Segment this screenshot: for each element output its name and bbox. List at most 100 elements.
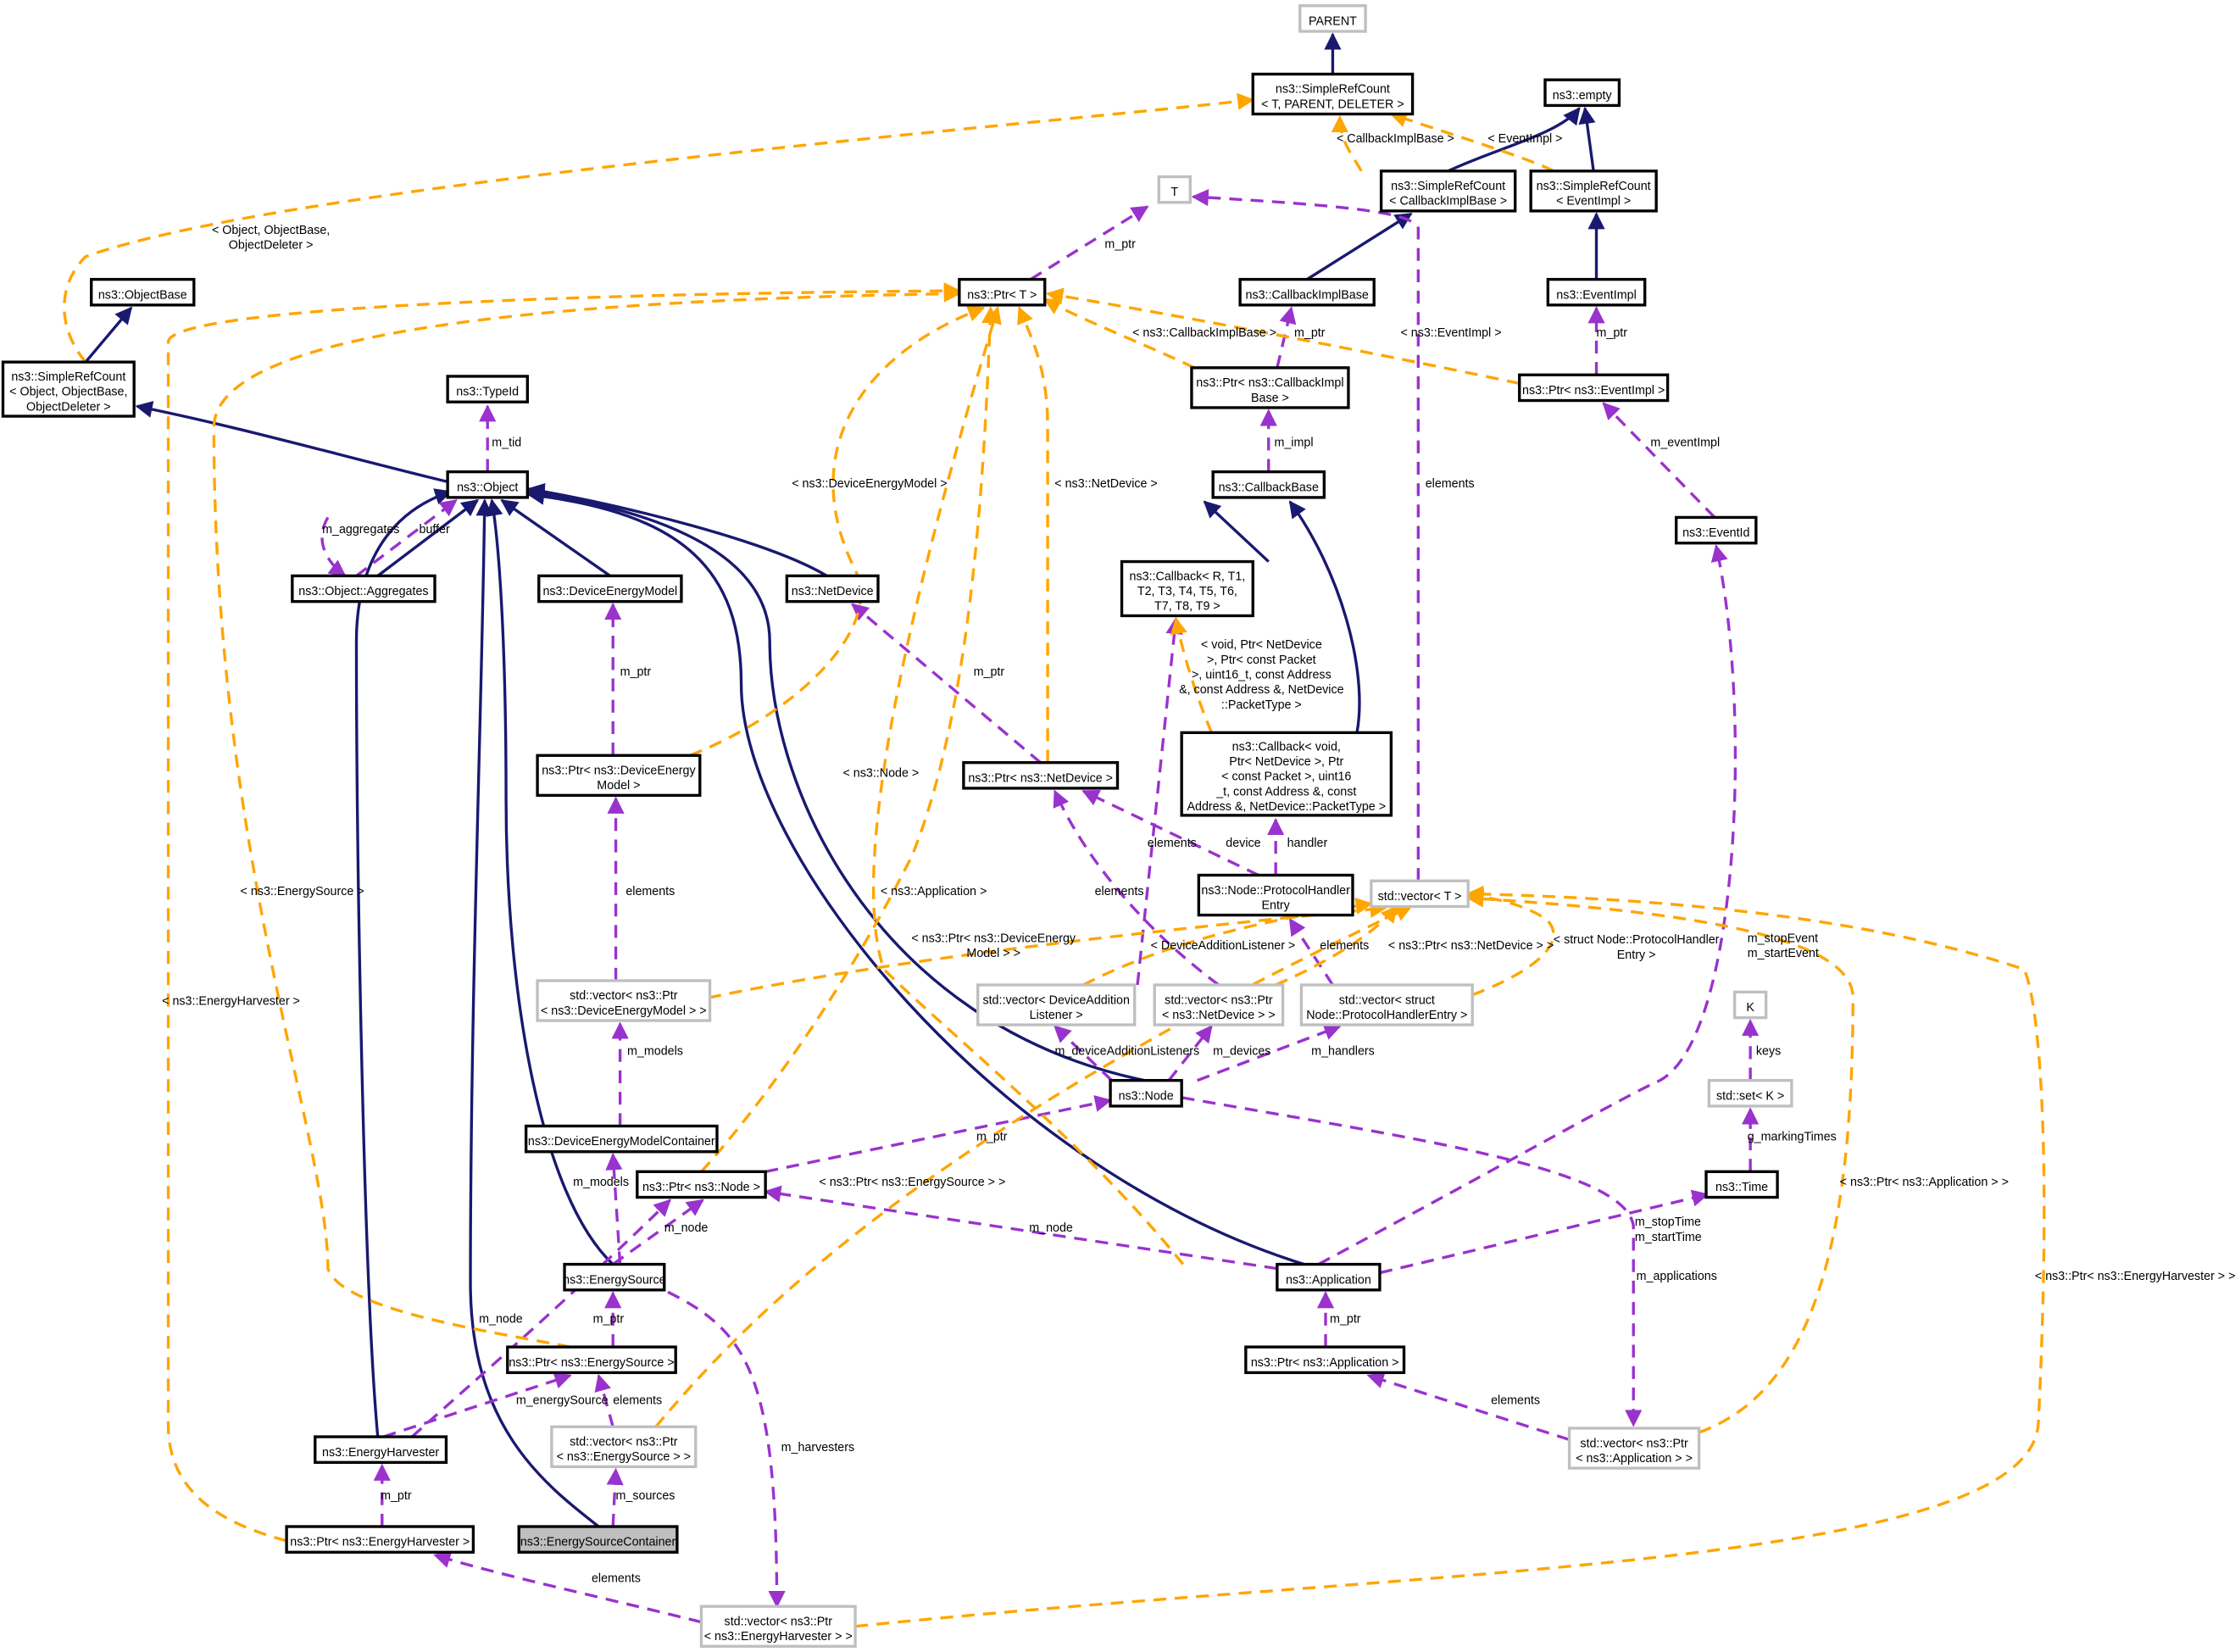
node-energysource[interactable]: ns3::EnergySource	[563, 1262, 666, 1292]
node-ptr-application[interactable]: ns3::Ptr< ns3::Application >	[1244, 1345, 1406, 1375]
node-label-line: Ptr< NetDevice >, Ptr	[1229, 755, 1343, 769]
diagram-edge-labels: < CallbackImplBase >< EventImpl >< Objec…	[162, 132, 2235, 1585]
node-std-vector-t[interactable]: std::vector< T >	[1370, 879, 1470, 909]
node-protocolhandlerentry[interactable]: ns3::Node::ProtocolHandlerEntry	[1197, 873, 1354, 917]
node-eventimpl[interactable]: ns3::EventImpl	[1546, 277, 1647, 307]
node-box	[524, 1124, 719, 1154]
node-box	[1157, 175, 1192, 204]
node-box	[1120, 559, 1254, 618]
edge-label: Entry >	[1617, 948, 1656, 962]
node-src-callbackimplbase[interactable]: ns3::SimpleRefCount< CallbackImplBase >	[1379, 170, 1517, 213]
edge-label: device	[1226, 837, 1260, 850]
node-vec-phe[interactable]: std::vector< structNode::ProtocolHandler…	[1299, 983, 1474, 1026]
node-eventid[interactable]: ns3::EventId	[1675, 515, 1758, 545]
edge-label: m_ptr	[620, 665, 652, 679]
inheritance-edge-16	[469, 498, 600, 1528]
usage-edge-33	[1288, 917, 1334, 986]
node-label-line: ns3::EnergySourceContainer	[520, 1536, 676, 1549]
node-label-line: ns3::CallbackBase	[1219, 481, 1319, 494]
node-objectbase[interactable]: ns3::ObjectBase	[90, 277, 196, 307]
node-netdevice[interactable]: ns3::NetDevice	[785, 574, 880, 604]
node-typeid[interactable]: ns3::TypeId	[446, 375, 529, 403]
node-label-line: ns3::DeviceEnergyModelContainer	[528, 1135, 715, 1149]
node-box	[1109, 1078, 1183, 1108]
node-vec-ptr-app[interactable]: std::vector< ns3::Ptr< ns3::Application …	[1567, 1427, 1701, 1470]
node-vec-ptr-dem[interactable]: std::vector< ns3::Ptr< ns3::DeviceEnergy…	[536, 979, 712, 1022]
node-label-line: ns3::Ptr< ns3::NetDevice >	[968, 771, 1113, 785]
node-callback-void[interactable]: ns3::Callback< void,Ptr< NetDevice >, Pt…	[1180, 731, 1393, 817]
node-ptr-energysource[interactable]: ns3::Ptr< ns3::EnergySource >	[506, 1345, 677, 1375]
node-ptr-t[interactable]: ns3::Ptr< T >	[958, 277, 1047, 307]
node-box	[536, 979, 712, 1022]
node-application[interactable]: ns3::Application	[1276, 1262, 1382, 1292]
edge-label: m_node	[664, 1221, 709, 1235]
node-energysourcecontainer[interactable]: ns3::EnergySourceContainer	[517, 1525, 679, 1554]
node-vec-ptr-netdevice[interactable]: std::vector< ns3::Ptr< ns3::NetDevice > …	[1153, 983, 1285, 1026]
node-src-object[interactable]: ns3::SimpleRefCount< Object, ObjectBase,…	[1, 360, 136, 418]
node-box	[291, 574, 436, 604]
node-time[interactable]: ns3::Time	[1704, 1170, 1779, 1199]
node-label-line: std::vector< T >	[1378, 890, 1462, 904]
node-node[interactable]: ns3::Node	[1109, 1078, 1183, 1108]
edge-label: elements	[1148, 837, 1197, 850]
node-object[interactable]: ns3::Object	[446, 470, 529, 499]
node-vec-ptr-eh[interactable]: std::vector< ns3::Ptr< ns3::EnergyHarves…	[699, 1605, 857, 1648]
edge-label: < ns3::EnergyHarvester >	[162, 995, 300, 1009]
node-demcontainer[interactable]: ns3::DeviceEnergyModelContainer	[524, 1124, 719, 1154]
node-simplerefcount-tpd[interactable]: ns3::SimpleRefCount< T, PARENT, DELETER …	[1251, 72, 1415, 116]
node-k[interactable]: K	[1732, 990, 1768, 1020]
edge-label: m_stopTime	[1635, 1215, 1701, 1229]
node-ptr-energyharvester[interactable]: ns3::Ptr< ns3::EnergyHarvester >	[285, 1525, 475, 1554]
edge-label: m_devices	[1213, 1044, 1270, 1058]
node-label-line: ns3::Ptr< ns3::Application >	[1251, 1356, 1399, 1370]
node-label-line: ns3::empty	[1553, 89, 1613, 103]
node-box	[1197, 873, 1354, 917]
node-label-line: < ns3::NetDevice > >	[1162, 1009, 1276, 1022]
node-label-line: ns3::Ptr< ns3::EnergyHarvester >	[290, 1536, 470, 1549]
node-callback-generic[interactable]: ns3::Callback< R, T1,T2, T3, T4, T5, T6,…	[1120, 559, 1254, 618]
node-src-eventimpl[interactable]: ns3::SimpleRefCount< EventImpl >	[1529, 170, 1658, 213]
node-label-line: ns3::TypeId	[456, 386, 519, 399]
node-box	[446, 470, 529, 499]
node-label-line: Node::ProtocolHandlerEntry >	[1306, 1009, 1467, 1022]
diagram-edges	[63, 32, 2046, 1628]
node-t[interactable]: T	[1157, 175, 1192, 204]
node-parent[interactable]: PARENT	[1298, 4, 1367, 33]
edge-label: < struct Node::ProtocolHandler	[1554, 933, 1720, 947]
node-vec-dal[interactable]: std::vector< DeviceAdditionListener >	[976, 983, 1137, 1026]
usage-edge-18	[1276, 306, 1297, 369]
node-ptr-eventimpl[interactable]: ns3::Ptr< ns3::EventImpl >	[1518, 373, 1670, 403]
node-vec-ptr-es[interactable]: std::vector< ns3::Ptr< ns3::EnergySource…	[550, 1425, 698, 1469]
template-edge-64	[1170, 616, 1214, 734]
node-callbackimplbase[interactable]: ns3::CallbackImplBase	[1238, 277, 1376, 307]
node-empty[interactable]: ns3::empty	[1543, 78, 1621, 108]
node-box	[446, 375, 529, 403]
node-deviceenergymodel[interactable]: ns3::DeviceEnergyModel	[537, 574, 683, 604]
edge-label: m_stopEvent	[1748, 932, 1818, 946]
node-aggregates[interactable]: ns3::Object::Aggregates	[291, 574, 436, 604]
usage-edge-24	[320, 516, 347, 577]
template-edge-68	[708, 900, 1387, 999]
node-energyharvester[interactable]: ns3::EnergyHarvester	[314, 1435, 448, 1465]
edge-label: elements	[1320, 939, 1369, 953]
node-box	[1379, 170, 1517, 213]
node-label-line: ns3::Node::ProtocolHandler	[1201, 884, 1350, 898]
node-box	[1190, 366, 1350, 409]
inheritance-edge-3	[1306, 212, 1413, 281]
edge-label: elements	[1491, 1393, 1540, 1407]
node-label-line: std::vector< struct	[1339, 993, 1435, 1007]
template-edge-60	[1042, 298, 1196, 370]
node-ptr-callbackimplbase[interactable]: ns3::Ptr< ns3::CallbackImplBase >	[1190, 366, 1350, 409]
node-box	[536, 754, 702, 798]
node-box	[1238, 277, 1376, 307]
node-ptr-node[interactable]: ns3::Ptr< ns3::Node >	[636, 1170, 767, 1199]
node-label-line: std::vector< ns3::Ptr	[570, 1436, 678, 1449]
node-callbackbase[interactable]: ns3::CallbackBase	[1211, 470, 1326, 499]
node-set-k[interactable]: std::set< K >	[1707, 1078, 1793, 1108]
template-edge-71	[1466, 887, 1555, 997]
node-box	[636, 1170, 767, 1199]
node-ptr-netdevice[interactable]: ns3::Ptr< ns3::NetDevice >	[962, 760, 1120, 790]
node-ptr-deviceenergymodel[interactable]: ns3::Ptr< ns3::DeviceEnergyModel >	[536, 754, 702, 798]
usage-edge-22	[1191, 189, 1421, 882]
usage-edge-46	[1181, 1096, 1643, 1427]
